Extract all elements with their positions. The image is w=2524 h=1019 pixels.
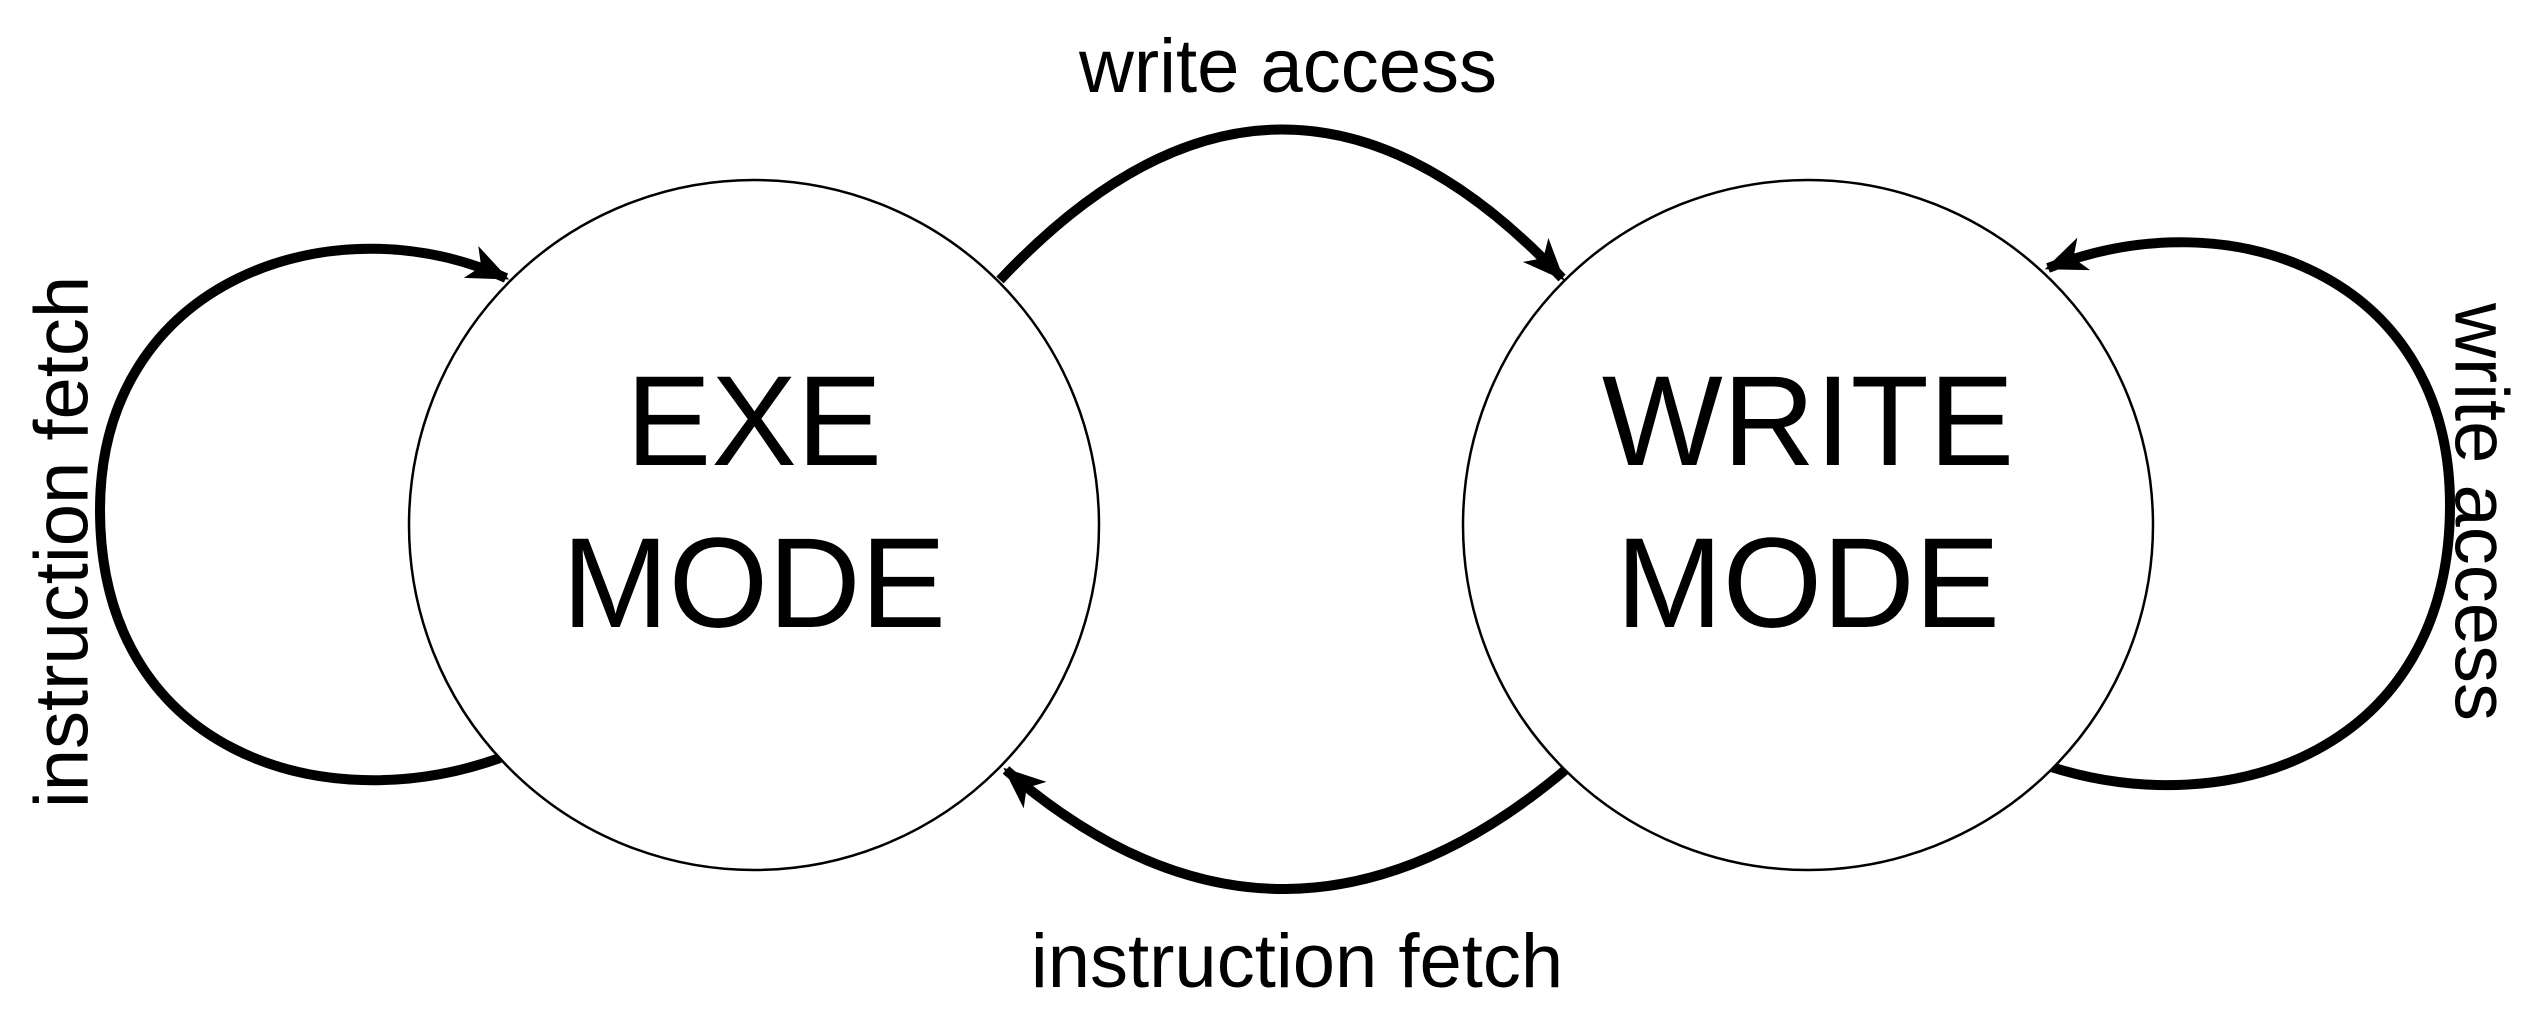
transition-arrow-exe-to-write <box>996 124 1566 284</box>
edge-label-write-access-right: write access <box>2439 302 2524 721</box>
state-write-mode-label-line1: WRITE <box>1602 350 2014 493</box>
edge-label-instruction-fetch-left: instruction fetch <box>20 276 105 808</box>
transition-arrow-exe-self-loop <box>94 243 510 786</box>
transition-arrow-write-to-exe <box>1002 762 1574 894</box>
state-exe-mode-circle <box>407 178 1101 872</box>
state-exe-mode-label-line1: EXE <box>626 350 882 493</box>
edge-label-write-access-top: write access <box>1078 24 1497 109</box>
state-write-mode-circle <box>1461 178 2155 872</box>
transition-arrow-write-self-loop <box>2044 237 2456 790</box>
state-write-mode-label-line2: MODE <box>1616 512 2000 655</box>
state-exe-mode-label-line2: MODE <box>562 512 946 655</box>
edge-label-instruction-fetch-bottom: instruction fetch <box>1031 919 1563 1004</box>
